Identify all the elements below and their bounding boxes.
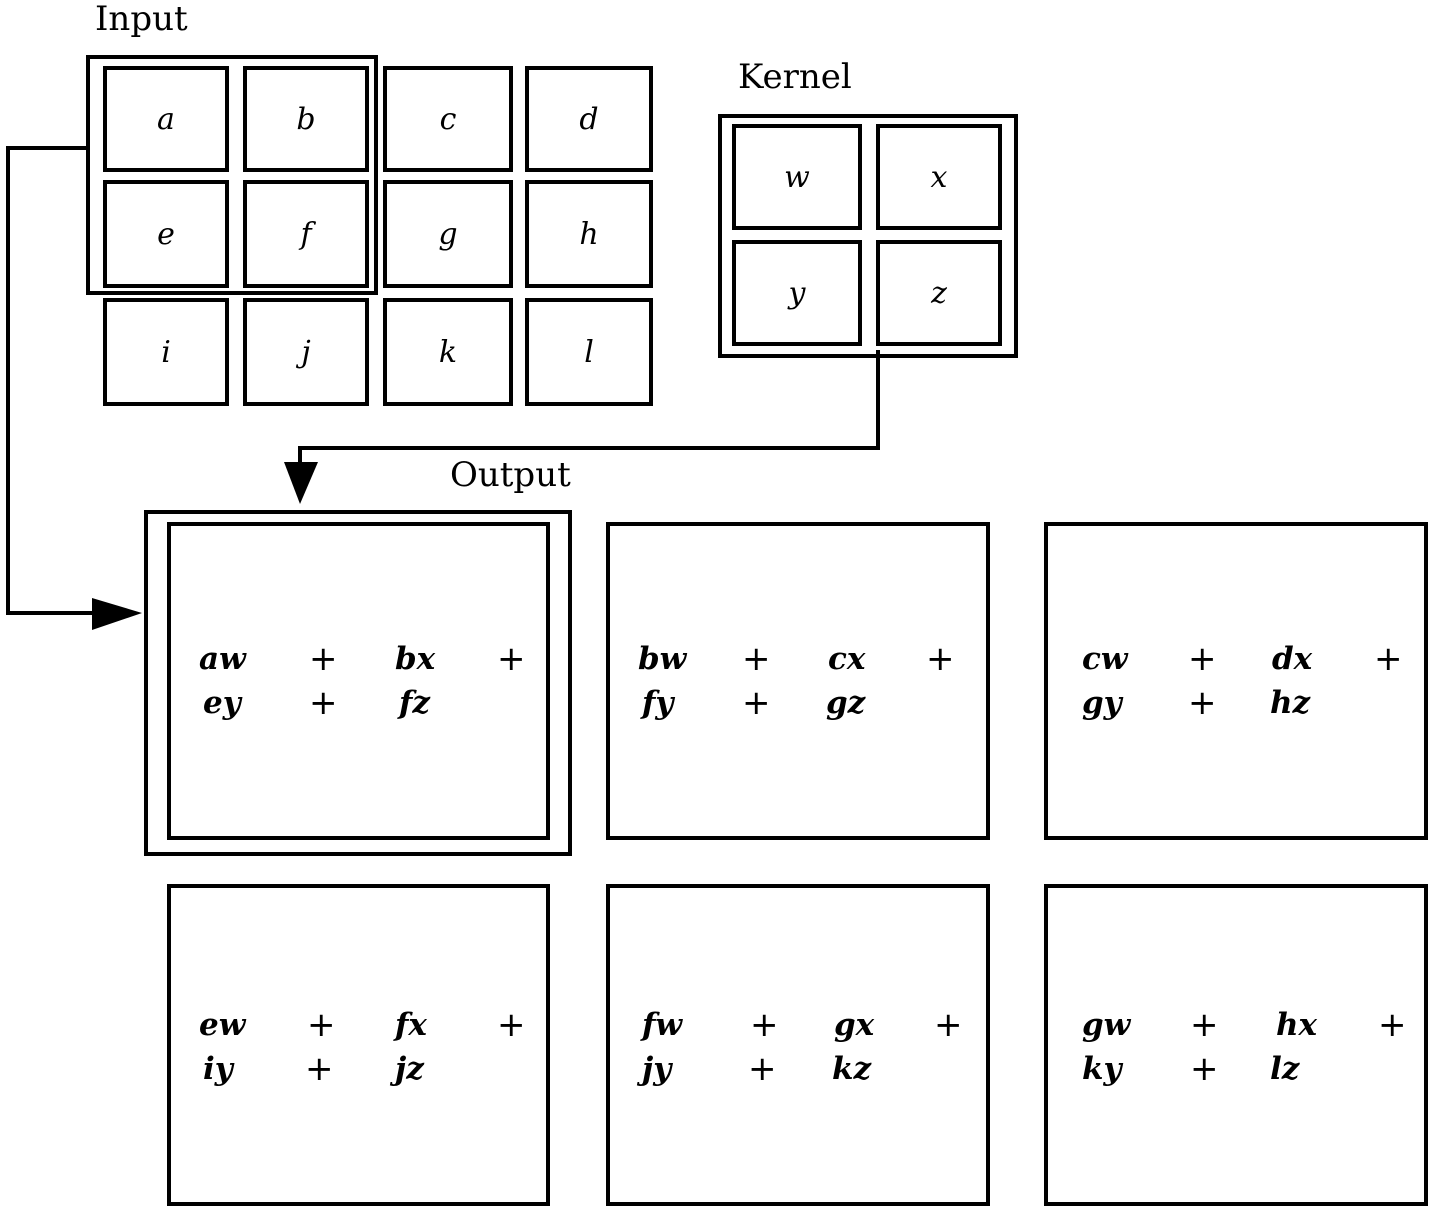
plus-sign: + (934, 1005, 963, 1045)
output-cell-0-2: cw + dx + gy + hz (1044, 522, 1428, 840)
plus-sign: + (497, 639, 526, 679)
output-cell-1-1: fw + gx + jy + kz (606, 884, 990, 1206)
input-cell-l: l (525, 298, 653, 406)
output-cell-1-2: gw + hx + ky + lz (1044, 884, 1428, 1206)
term-4: hz (1270, 685, 1311, 721)
plus-sign: + (305, 1049, 334, 1089)
input-label: Input (95, 0, 188, 39)
term-2: dx (1272, 641, 1313, 677)
input-cell-c: c (383, 66, 513, 172)
kernel-cell-w: w (732, 124, 862, 230)
kernel-to-output-connector (298, 350, 880, 466)
input-cell-b: b (243, 66, 369, 172)
input-to-output-connector (6, 146, 96, 615)
term-4: gz (826, 685, 866, 721)
plus-sign: + (309, 639, 338, 679)
term-4: lz (1270, 1051, 1300, 1087)
output-cell-1-0: ew + fx + iy + jz (167, 884, 550, 1206)
right-arrowhead-icon (92, 598, 142, 630)
plus-sign: + (742, 639, 771, 679)
kernel-cell-z: z (876, 240, 1002, 346)
plus-sign: + (309, 683, 338, 723)
plus-sign: + (1378, 1005, 1407, 1045)
term-2: cx (828, 641, 866, 677)
plus-sign: + (1190, 1005, 1219, 1045)
input-cell-k: k (383, 298, 513, 406)
plus-sign: + (750, 1005, 779, 1045)
plus-sign: + (307, 1005, 336, 1045)
term-1: aw (199, 641, 246, 677)
term-4: jz (395, 1051, 424, 1087)
output-cell-0-1: bw + cx + fy + gz (606, 522, 990, 840)
input-cell-f: f (243, 180, 369, 288)
output-label: Output (450, 455, 571, 495)
kernel-cell-y: y (732, 240, 862, 346)
kernel-frame (718, 114, 1018, 358)
term-2: gx (834, 1007, 875, 1043)
term-3: fy (642, 685, 674, 721)
term-4: kz (832, 1051, 872, 1087)
term-3: ky (1082, 1051, 1122, 1087)
plus-sign: + (748, 1049, 777, 1089)
term-1: gw (1082, 1007, 1131, 1043)
kernel-cell-x: x (876, 124, 1002, 230)
input-window-highlight (86, 55, 378, 295)
term-2: hx (1276, 1007, 1318, 1043)
output-highlight-frame (144, 510, 572, 856)
input-cell-a: a (103, 66, 229, 172)
plus-sign: + (1188, 683, 1217, 723)
down-arrowhead-icon (284, 462, 318, 504)
plus-sign: + (1188, 639, 1217, 679)
term-4: fz (399, 685, 430, 721)
output-cell-0-0: aw + bx + ey + fz (167, 522, 550, 840)
plus-sign: + (742, 683, 771, 723)
term-2: bx (395, 641, 436, 677)
input-cell-e: e (103, 180, 229, 288)
input-cell-d: d (525, 66, 653, 172)
plus-sign: + (497, 1005, 526, 1045)
term-1: ew (199, 1007, 246, 1043)
plus-sign: + (1374, 639, 1403, 679)
plus-sign: + (1190, 1049, 1219, 1089)
term-1: bw (638, 641, 687, 677)
kernel-label: Kernel (738, 57, 852, 97)
input-cell-g: g (383, 180, 513, 288)
term-2: fx (395, 1007, 427, 1043)
input-cell-h: h (525, 180, 653, 288)
term-3: gy (1082, 685, 1122, 721)
term-1: cw (1082, 641, 1128, 677)
term-1: fw (642, 1007, 683, 1043)
input-cell-j: j (243, 298, 369, 406)
term-3: iy (203, 1051, 233, 1087)
input-cell-i: i (103, 298, 229, 406)
plus-sign: + (926, 639, 955, 679)
term-3: ey (203, 685, 241, 721)
term-3: jy (642, 1051, 672, 1087)
